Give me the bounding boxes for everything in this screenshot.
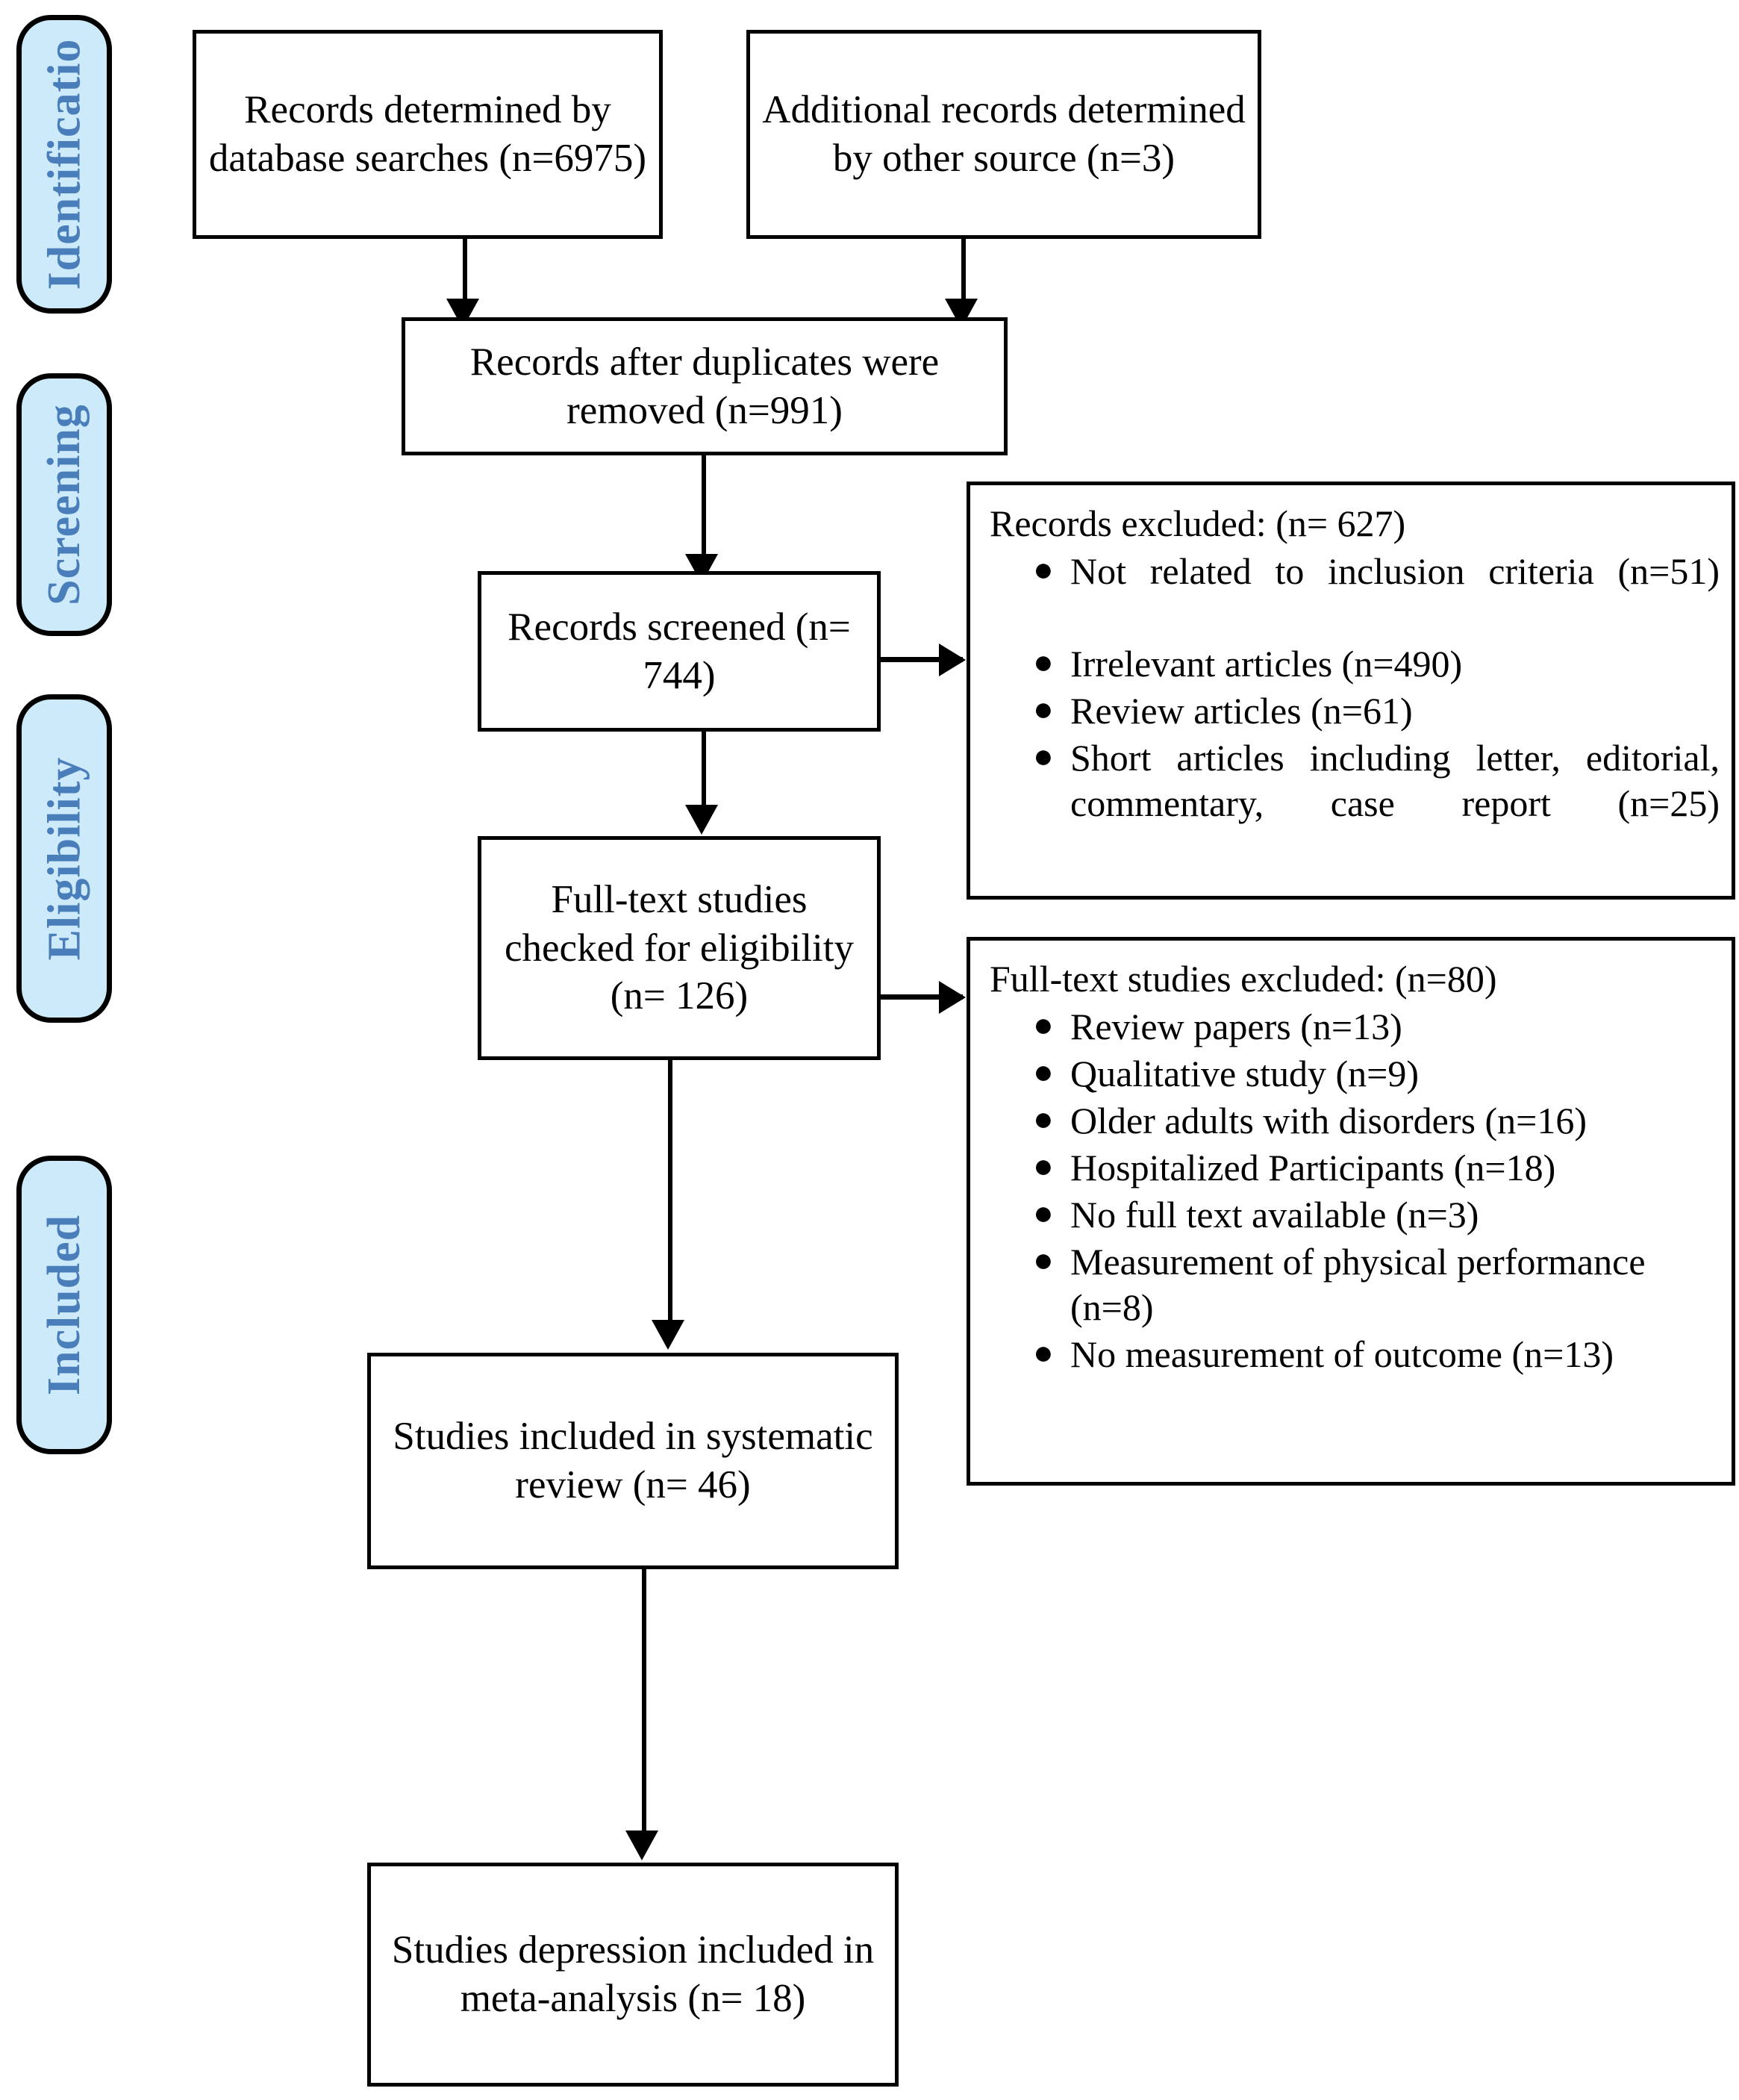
list-item-text: Review articles (n=61) <box>1070 690 1413 732</box>
list-item: ● No measurement of outcome (n=13) <box>990 1332 1720 1377</box>
connector-other-to-dedup <box>961 239 966 314</box>
box-included-meta-text: Studies depression included in meta-anal… <box>391 1928 875 2020</box>
arrow-screened-to-fulltext <box>685 805 718 835</box>
bullet-icon: ● <box>1033 1053 1054 1091</box>
list-item: ● Review articles (n=61) <box>990 688 1720 734</box>
box-fulltext-checked: Full-text studies checked for eligibilit… <box>478 836 881 1060</box>
connector-dedup-to-screened <box>702 455 706 575</box>
box-other-records: Additional records determined by other s… <box>746 30 1261 239</box>
list-item-text: Hospitalized Participants (n=18) <box>1070 1147 1556 1188</box>
list-item-text: Qualitative study (n=9) <box>1070 1053 1419 1094</box>
box-records-excluded: Records excluded: (n= 627) ● Not related… <box>967 482 1735 900</box>
connector-screened-to-excluded <box>881 657 963 662</box>
stage-label-screening: Screening <box>39 404 90 605</box>
arrow-fulltext-to-excluded <box>939 981 966 1014</box>
box-after-duplicates-text: Records after duplicates were removed (n… <box>469 340 940 432</box>
list-item: ● Irrelevant articles (n=490) <box>990 641 1720 687</box>
box-records-screened-text: Records screened (n= 744) <box>508 605 851 697</box>
bullet-icon: ● <box>1033 1100 1054 1138</box>
box-other-records-text: Additional records determined by other s… <box>762 88 1246 180</box>
list-item: ● Measurement of physical performance (n… <box>990 1239 1720 1330</box>
list-item-text: No measurement of outcome (n=13) <box>1070 1333 1614 1375</box>
stage-pill-included: Included <box>16 1156 112 1454</box>
box-fulltext-checked-text: Full-text studies checked for eligibilit… <box>505 878 854 1018</box>
bullet-icon: ● <box>1033 690 1054 728</box>
connector-systematic-to-meta <box>642 1569 646 1849</box>
records-excluded-list: ● Not related to inclusion criteria (n=5… <box>990 549 1720 872</box>
list-item-text: Older adults with disorders (n=16) <box>1070 1100 1587 1141</box>
connector-fulltext-to-systematic <box>668 1060 672 1340</box>
list-item: ● Short articles including letter, edito… <box>990 735 1720 872</box>
bullet-icon: ● <box>1033 1194 1054 1232</box>
list-item: ● Review papers (n=13) <box>990 1004 1720 1050</box>
fulltext-excluded-list: ● Review papers (n=13) ● Qualitative stu… <box>990 1004 1720 1377</box>
box-fulltext-excluded: Full-text studies excluded: (n=80) ● Rev… <box>967 937 1735 1486</box>
stage-pill-identification: Identificatio <box>16 15 112 314</box>
connector-fulltext-to-excluded <box>881 994 963 1000</box>
box-included-systematic-text: Studies included in systematic review (n… <box>393 1415 873 1507</box>
bullet-icon: ● <box>1033 550 1054 588</box>
stage-label-identification: Identificatio <box>39 38 90 290</box>
list-item: ● Qualitative study (n=9) <box>990 1051 1720 1097</box>
list-item: ● Older adults with disorders (n=16) <box>990 1098 1720 1144</box>
list-item: ● Not related to inclusion criteria (n=5… <box>990 549 1720 640</box>
arrow-screened-to-excluded <box>939 644 966 676</box>
stage-pill-eligibility: Eligibility <box>16 694 112 1023</box>
list-item-text: Irrelevant articles (n=490) <box>1070 643 1463 685</box>
list-item-text: No full text available (n=3) <box>1070 1194 1479 1236</box>
stage-pill-screening: Screening <box>16 373 112 636</box>
stage-label-eligibility: Eligibility <box>39 756 90 961</box>
bullet-icon: ● <box>1033 737 1054 775</box>
box-included-meta: Studies depression included in meta-anal… <box>367 1863 899 2087</box>
box-database-records: Records determined by database searches … <box>193 30 663 239</box>
list-item-text: Review papers (n=13) <box>1070 1006 1402 1047</box>
connector-screened-to-fulltext <box>702 732 706 825</box>
bullet-icon: ● <box>1033 643 1054 681</box>
arrow-systematic-to-meta <box>625 1831 658 1860</box>
list-item-text: Short articles including letter, editori… <box>1070 737 1720 824</box>
bullet-icon: ● <box>1033 1006 1054 1044</box>
box-after-duplicates: Records after duplicates were removed (n… <box>402 317 1008 455</box>
connector-db-to-dedup <box>463 239 467 314</box>
arrow-fulltext-to-systematic <box>652 1320 684 1350</box>
box-database-records-text: Records determined by database searches … <box>208 88 647 180</box>
bullet-icon: ● <box>1033 1333 1054 1371</box>
bullet-icon: ● <box>1033 1147 1054 1185</box>
stage-label-included: Included <box>39 1214 90 1396</box>
fulltext-excluded-heading: Full-text studies excluded: (n=80) <box>990 958 1497 1000</box>
list-item: ● No full text available (n=3) <box>990 1192 1720 1238</box>
list-item: ● Hospitalized Participants (n=18) <box>990 1145 1720 1191</box>
box-records-screened: Records screened (n= 744) <box>478 571 881 732</box>
records-excluded-heading: Records excluded: (n= 627) <box>990 502 1406 544</box>
list-item-text: Not related to inclusion criteria (n=51) <box>1070 550 1720 592</box>
bullet-icon: ● <box>1033 1241 1054 1279</box>
list-item-text: Measurement of physical performance (n=8… <box>1070 1241 1646 1328</box>
box-included-systematic: Studies included in systematic review (n… <box>367 1353 899 1569</box>
